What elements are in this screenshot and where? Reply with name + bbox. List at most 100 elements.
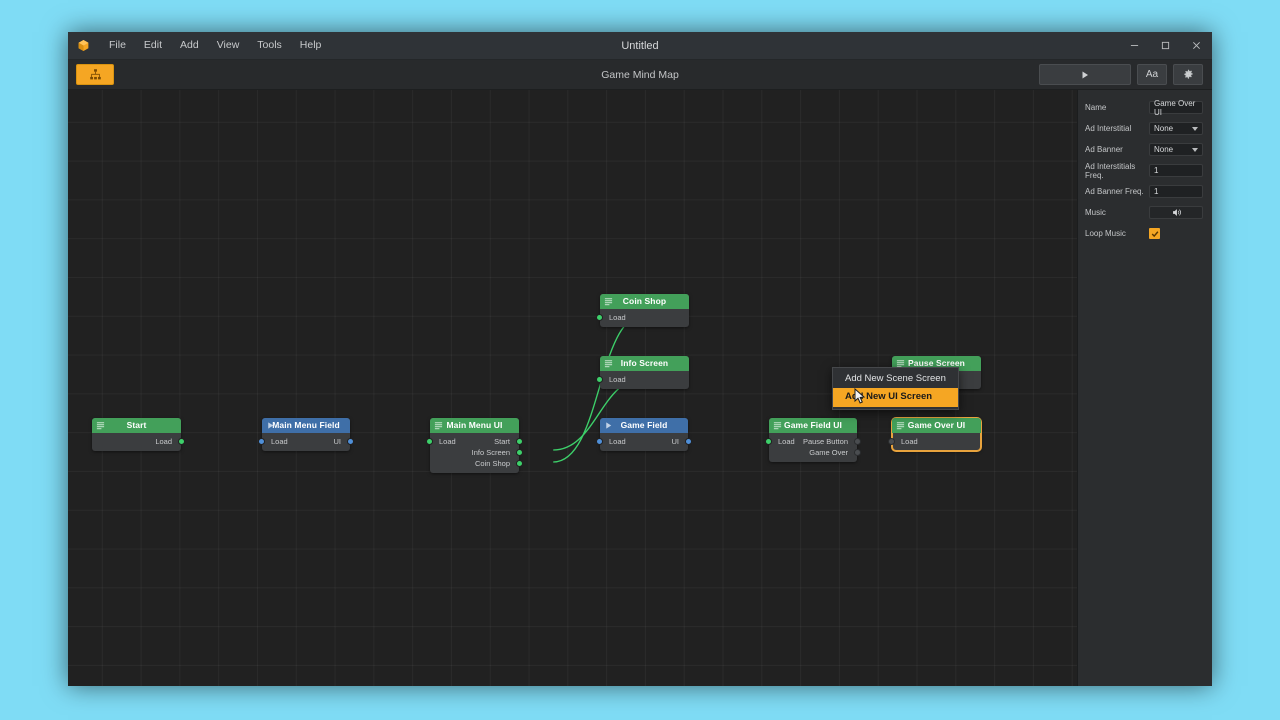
port-row: Load	[596, 312, 689, 323]
port-label: Coin Shop	[474, 459, 510, 468]
port-dot-out[interactable]	[854, 449, 861, 456]
music-field[interactable]	[1149, 206, 1203, 219]
menu-bar: File Edit Add View Tools Help	[100, 32, 330, 60]
font-button[interactable]: Aa	[1137, 64, 1167, 85]
port-row: Load UI	[596, 436, 692, 447]
inspector-input[interactable]: 1	[1149, 185, 1203, 198]
menu-help[interactable]: Help	[299, 39, 322, 52]
inspector-row: Ad Banner Freq.1	[1085, 184, 1203, 199]
node-title: Main Menu Field	[272, 420, 340, 430]
title-bar: File Edit Add View Tools Help Untitled	[68, 32, 1212, 60]
speaker-icon	[1172, 209, 1181, 216]
inspector-row: Loop Music	[1085, 226, 1203, 241]
menu-view[interactable]: View	[216, 39, 240, 52]
port-label: Load	[439, 437, 456, 446]
port-label: UI	[671, 437, 680, 446]
port-dot-out[interactable]	[516, 449, 523, 456]
port-dot-in[interactable]	[426, 438, 433, 445]
window-controls	[1119, 32, 1212, 60]
port-row: Load	[888, 436, 981, 447]
inspector-input[interactable]: 1	[1149, 164, 1203, 177]
inspector-select[interactable]: None	[1149, 143, 1203, 156]
application-window: File Edit Add View Tools Help Untitled	[68, 32, 1212, 686]
menu-tools[interactable]: Tools	[257, 39, 282, 52]
node-header[interactable]: Game Over UI	[892, 418, 981, 433]
port-dot-in[interactable]	[596, 314, 603, 321]
port-dot-in[interactable]	[596, 376, 603, 383]
maximize-icon[interactable]	[1150, 32, 1181, 60]
inspector-label: Name	[1085, 103, 1107, 112]
inspector-select[interactable]: None	[1149, 122, 1203, 135]
context-menu[interactable]: Add New Scene Screen Add New UI Screen	[832, 367, 959, 410]
node-header[interactable]: Info Screen	[600, 356, 689, 371]
port-label: Start	[494, 437, 510, 446]
port-row: Game Over	[769, 447, 861, 458]
port-label: Load	[271, 437, 288, 446]
port-dot-out[interactable]	[516, 438, 523, 445]
node-header[interactable]: Coin Shop	[600, 294, 689, 309]
node-header[interactable]: Game Field UI	[769, 418, 857, 433]
inspector-row: Ad Interstitials Freq.1	[1085, 162, 1203, 180]
toolbar-right: Aa	[1039, 64, 1212, 85]
menu-add[interactable]: Add	[180, 39, 199, 52]
play-button[interactable]	[1039, 64, 1131, 85]
play-icon	[1082, 71, 1088, 78]
menu-add-new-scene-screen[interactable]: Add New Scene Screen	[845, 373, 946, 384]
node-game-over-ui[interactable]: Game Over UI Load	[888, 417, 982, 452]
node-header[interactable]: Start	[92, 418, 181, 433]
port-dot-in[interactable]	[888, 438, 895, 445]
node-ports: Load	[596, 309, 689, 327]
port-dot-out[interactable]	[854, 438, 861, 445]
port-dot-out[interactable]	[685, 438, 692, 445]
minimize-icon[interactable]	[1119, 32, 1150, 60]
port-dot-out[interactable]	[347, 438, 354, 445]
inspector-input[interactable]: Game Over UI	[1149, 98, 1203, 117]
node-header[interactable]: Game Field	[600, 418, 688, 433]
inspector-value: Game Over UI	[1154, 98, 1196, 117]
port-dot-out[interactable]	[516, 460, 523, 467]
port-dot-out[interactable]	[178, 438, 185, 445]
port-row: Coin Shop	[430, 458, 523, 469]
port-dot-in[interactable]	[258, 438, 265, 445]
gear-icon[interactable]	[1173, 64, 1203, 85]
node-title: Game Over UI	[907, 420, 966, 430]
inspector-row: Music	[1085, 205, 1203, 220]
port-label: Load	[609, 375, 626, 384]
inspector-value: 1	[1154, 166, 1159, 175]
port-row: Load UI	[258, 436, 354, 447]
port-label: Load	[609, 437, 626, 446]
node-ports: Load	[596, 371, 689, 389]
port-row: Load Start	[426, 436, 523, 447]
port-row: Info Screen	[430, 447, 523, 458]
close-icon[interactable]	[1181, 32, 1212, 60]
toolbar-left	[68, 64, 114, 85]
check-icon	[1151, 230, 1158, 237]
port-dot-in[interactable]	[765, 438, 772, 445]
ui-list-icon	[896, 360, 905, 368]
node-ports: Load UI	[258, 433, 354, 451]
toolbar: Game Mind Map Aa	[68, 60, 1212, 90]
node-header[interactable]: Main Menu Field	[262, 418, 350, 433]
sitemap-icon[interactable]	[76, 64, 114, 85]
menu-add-new-ui-screen[interactable]: Add New UI Screen	[833, 388, 958, 407]
node-header[interactable]: Main Menu UI	[430, 418, 519, 433]
ui-list-icon	[773, 422, 782, 430]
menu-edit[interactable]: Edit	[143, 39, 163, 52]
loop-music-checkbox[interactable]	[1149, 228, 1160, 239]
inspector-value: None	[1154, 124, 1174, 133]
ui-list-icon	[896, 422, 905, 430]
menu-file[interactable]: File	[109, 39, 126, 52]
port-dot-in[interactable]	[596, 438, 603, 445]
port-label: UI	[333, 437, 342, 446]
